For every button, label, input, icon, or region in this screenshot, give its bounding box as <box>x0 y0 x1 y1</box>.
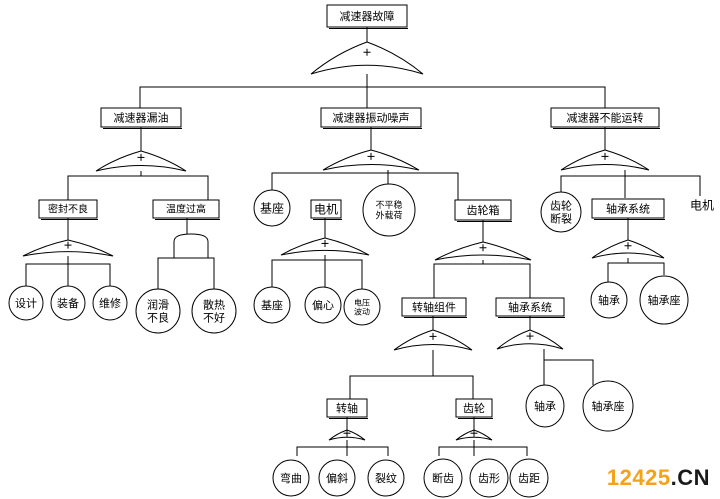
event-box-vibration <box>320 107 422 129</box>
event-box-seal-label: 密封不良 <box>48 203 88 216</box>
event-box-gear-label: 齿轮 <box>463 401 485 415</box>
event-box-shaft-assembly <box>401 297 467 318</box>
basic-event-motor-base-label: 基座 <box>261 298 283 312</box>
basic-event-tooth-break-label: 断齿 <box>432 471 454 485</box>
event-box-leak-label: 减速器漏油 <box>114 110 169 124</box>
basic-event-voltage-label: 电压波动 <box>354 297 370 316</box>
basic-event-tooth-shape <box>469 458 509 498</box>
connector-line <box>560 175 701 198</box>
event-box-shaft-label: 转轴 <box>336 401 358 415</box>
basic-event-bearing-seat-2 <box>639 275 689 325</box>
event-box-temperature-label: 温度过高 <box>166 203 206 216</box>
basic-event-base <box>253 189 291 227</box>
connector-line <box>271 259 363 290</box>
basic-event-heat-dissipation <box>191 288 237 334</box>
and-gate-temp <box>173 233 209 259</box>
basic-event-eccentric-label: 偏心 <box>312 298 334 312</box>
event-box-bearing-system-label: 轴承系统 <box>508 300 552 314</box>
or-gate-not-running <box>560 149 650 171</box>
basic-event-bearing-seat-label: 轴承座 <box>592 399 625 413</box>
watermark-logo: 12425.CN <box>607 465 710 491</box>
basic-event-bend <box>272 459 310 497</box>
watermark-domain: .CN <box>670 465 710 490</box>
basic-event-bearing-seat <box>582 380 634 432</box>
basic-event-tooth-break <box>423 458 463 498</box>
basic-event-bearing-label: 轴承 <box>534 399 556 413</box>
or-gate-leak <box>95 150 187 172</box>
basic-event-gear-break <box>540 191 582 233</box>
basic-event-design <box>8 285 44 321</box>
connector-line <box>433 263 531 298</box>
or-gate-vibration <box>322 149 420 171</box>
or-gate-shaft-assembly <box>393 329 473 351</box>
event-box-gear <box>455 398 493 419</box>
basic-event-bend-label: 弯曲 <box>280 471 302 485</box>
basic-event-bearing-2 <box>590 281 628 319</box>
basic-event-unstable-load <box>362 183 416 237</box>
basic-event-gear-break-label: 齿轮断裂 <box>550 199 572 226</box>
basic-event-voltage <box>343 288 381 326</box>
event-box-shaft <box>326 398 368 419</box>
basic-event-assembly <box>50 285 86 321</box>
basic-event-eccentric <box>304 286 342 324</box>
event-box-gearbox-label: 齿轮箱 <box>467 203 500 217</box>
basic-event-heat-dissipation-label: 散热不好 <box>203 298 225 325</box>
basic-event-bearing-2-label: 轴承 <box>598 293 620 307</box>
basic-event-lubrication-label: 润滑不良 <box>147 298 169 325</box>
event-box-gearbox <box>454 199 512 222</box>
event-box-seal <box>38 199 98 220</box>
event-box-shaft-assembly-label: 转轴组件 <box>412 300 456 314</box>
basic-event-tooth-pitch <box>509 458 549 498</box>
basic-event-tilt-label: 偏斜 <box>326 471 348 485</box>
basic-event-tooth-shape-label: 齿形 <box>478 472 500 485</box>
basic-event-tooth-pitch-label: 齿距 <box>518 472 540 485</box>
basic-event-repair <box>92 285 128 321</box>
top-event-box <box>326 4 408 29</box>
basic-event-assembly-label: 装备 <box>57 296 79 310</box>
connector-line <box>67 175 209 200</box>
event-box-bearing-system-2-label: 轴承系统 <box>606 201 650 215</box>
basic-event-crack <box>367 459 405 497</box>
connector-line <box>157 257 215 290</box>
basic-event-tilt <box>318 459 356 497</box>
basic-event-repair-label: 维修 <box>99 296 121 310</box>
basic-event-unstable-load-label: 不平稳外载荷 <box>375 199 402 221</box>
event-box-bearing-system <box>495 297 565 318</box>
event-box-not-running-label: 减速器不能运转 <box>567 110 644 124</box>
event-text-motor-label: 电机 <box>690 198 714 212</box>
basic-event-design-label: 设计 <box>15 297 37 310</box>
connector-line <box>139 86 606 108</box>
watermark-number: 12425 <box>606 465 671 490</box>
connector-line <box>349 375 474 400</box>
basic-event-bearing <box>525 384 565 428</box>
connector-line <box>296 446 389 456</box>
event-box-motor-label: 电机 <box>314 202 338 216</box>
connector-line <box>543 359 594 385</box>
event-box-temperature <box>152 199 220 220</box>
event-box-leak <box>100 107 182 129</box>
event-box-motor <box>310 199 342 220</box>
or-gate-root <box>310 41 424 75</box>
event-box-bearing-system-2 <box>591 198 665 220</box>
basic-event-bearing-seat-2-label: 轴承座 <box>648 293 681 307</box>
event-box-not-running <box>550 107 660 129</box>
top-event-box-label: 减速器故障 <box>340 9 395 23</box>
basic-event-motor-base <box>253 286 291 324</box>
connector-line <box>271 172 459 200</box>
event-box-vibration-label: 减速器振动噪声 <box>333 110 410 124</box>
connector-line <box>438 446 528 456</box>
basic-event-lubrication <box>135 288 181 334</box>
basic-event-crack-label: 裂纹 <box>375 471 397 485</box>
basic-event-base-label: 基座 <box>260 200 284 215</box>
connector-line <box>607 262 665 290</box>
